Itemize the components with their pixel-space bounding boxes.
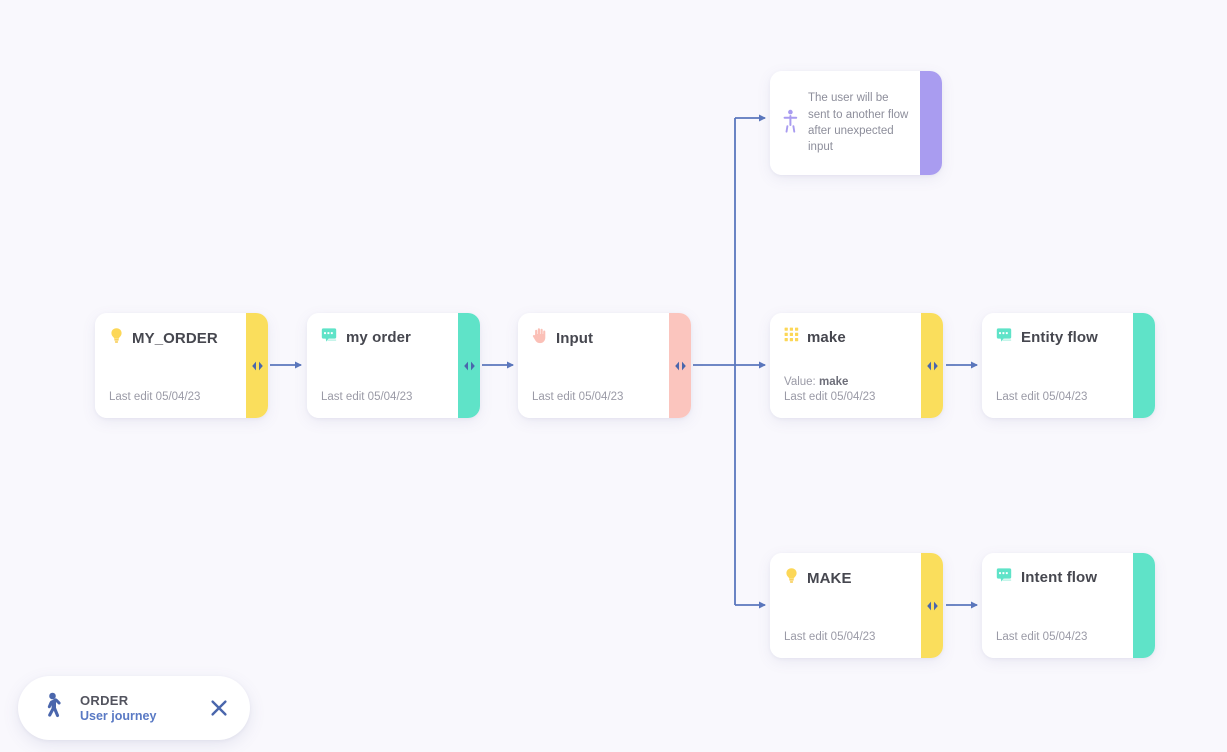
person-walking-icon: [782, 108, 799, 139]
node-body[interactable]: Input Last edit 05/04/23: [518, 313, 669, 418]
node-body[interactable]: make Value: make Last edit 05/04/23: [770, 313, 921, 418]
node-title: my order: [346, 329, 411, 346]
node-title: Input: [556, 329, 594, 347]
node-fallback-note[interactable]: The user will be sent to another flow af…: [770, 71, 942, 175]
node-value-label: Value:: [784, 375, 816, 388]
node-body[interactable]: MAKE Last edit 05/04/23: [770, 553, 921, 658]
node-input[interactable]: Input Last edit 05/04/23: [518, 313, 691, 418]
node-header: MAKE: [784, 567, 905, 589]
node-header: make: [784, 327, 905, 347]
node-title: MY_ORDER: [132, 329, 218, 347]
lightbulb-icon: [784, 567, 799, 589]
node-color-bar: [669, 313, 691, 418]
node-footer: Value: make Last edit 05/04/23: [784, 375, 905, 406]
node-last-edit: Last edit 05/04/23: [996, 631, 1088, 644]
node-last-edit: Last edit 05/04/23: [109, 391, 201, 404]
connector-handle[interactable]: [673, 359, 687, 373]
node-make-intent[interactable]: MAKE Last edit 05/04/23: [770, 553, 943, 658]
node-value-line: Value: make: [784, 375, 905, 391]
node-color-bar: [458, 313, 480, 418]
node-last-edit: Last edit 05/04/23: [321, 391, 413, 404]
node-header: Input: [532, 327, 653, 349]
node-header: Intent flow: [996, 567, 1117, 588]
node-last-edit: Last edit 05/04/23: [996, 391, 1088, 404]
node-my-order-intent[interactable]: MY_ORDER Last edit 05/04/23: [95, 313, 268, 418]
user-journey-pill[interactable]: ORDER User journey: [18, 676, 250, 740]
node-body[interactable]: Entity flow Last edit 05/04/23: [982, 313, 1133, 418]
node-color-bar: [246, 313, 268, 418]
node-color-bar: [920, 71, 942, 175]
chat-bubble-icon: [996, 327, 1013, 348]
chat-bubble-icon: [321, 327, 338, 348]
node-body[interactable]: MY_ORDER Last edit 05/04/23: [95, 313, 246, 418]
node-body[interactable]: Intent flow Last edit 05/04/23: [982, 553, 1133, 658]
node-header: Entity flow: [996, 327, 1117, 348]
dot-grid-icon: [784, 327, 799, 347]
chat-bubble-icon: [996, 567, 1013, 588]
node-intent-flow[interactable]: Intent flow Last edit 05/04/23: [982, 553, 1155, 658]
node-color-bar: [921, 553, 943, 658]
node-make-entity[interactable]: make Value: make Last edit 05/04/23: [770, 313, 943, 418]
raised-hand-icon: [532, 327, 548, 349]
pill-title: ORDER: [80, 693, 129, 708]
node-last-edit: Last edit 05/04/23: [784, 391, 876, 404]
connector-handle[interactable]: [925, 359, 939, 373]
close-icon[interactable]: [208, 697, 230, 719]
node-entity-flow[interactable]: Entity flow Last edit 05/04/23: [982, 313, 1155, 418]
lightbulb-icon: [109, 327, 124, 349]
node-color-bar: [1133, 553, 1155, 658]
node-color-bar: [1133, 313, 1155, 418]
node-last-edit: Last edit 05/04/23: [784, 631, 876, 644]
note-text: The user will be sent to another flow af…: [808, 92, 909, 154]
person-walking-icon: [40, 691, 66, 726]
node-value: make: [818, 375, 849, 388]
node-body[interactable]: my order Last edit 05/04/23: [307, 313, 458, 418]
node-my-order-message[interactable]: my order Last edit 05/04/23: [307, 313, 480, 418]
node-color-bar: [921, 313, 943, 418]
node-title: MAKE: [807, 569, 852, 587]
pill-subtitle: User journey: [80, 709, 157, 723]
node-header: my order: [321, 327, 442, 348]
node-title: make: [807, 328, 846, 346]
node-last-edit: Last edit 05/04/23: [532, 391, 624, 404]
node-body[interactable]: The user will be sent to another flow af…: [770, 71, 920, 175]
node-header: MY_ORDER: [109, 327, 230, 349]
connector-handle[interactable]: [925, 599, 939, 613]
node-title: Intent flow: [1021, 569, 1098, 586]
connector-handle[interactable]: [250, 359, 264, 373]
connector-handle[interactable]: [462, 359, 476, 373]
node-title: Entity flow: [1021, 329, 1098, 346]
pill-text-group: ORDER User journey: [80, 693, 194, 723]
